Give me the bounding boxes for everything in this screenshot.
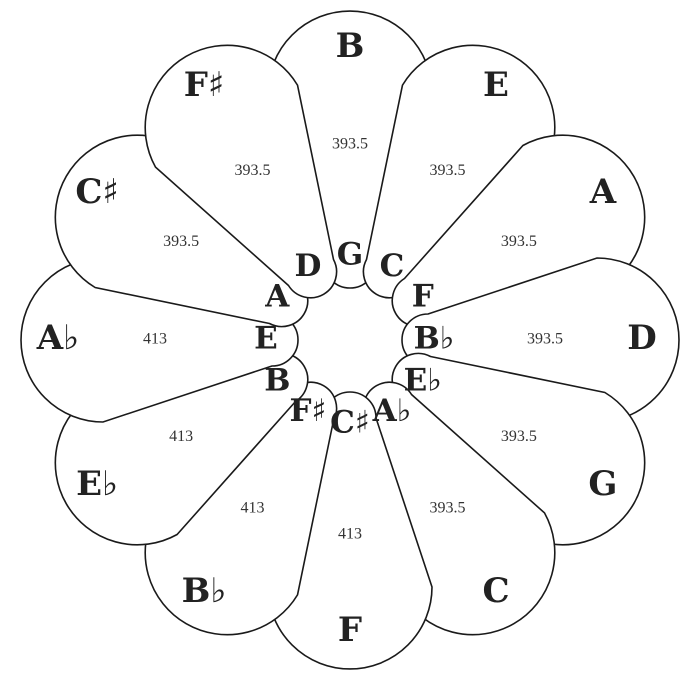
petal-value: 393.5 [332, 136, 368, 153]
petal-f-sharp [144, 44, 338, 299]
inner-note-e-flat: E♭ [404, 363, 442, 399]
petal-value: 413 [241, 500, 265, 517]
petal-value: 393.5 [501, 233, 537, 250]
petal-a-flat [20, 257, 299, 423]
petal-f [267, 391, 433, 670]
petal-b-flat [144, 381, 338, 636]
petal-value: 393.5 [501, 428, 537, 445]
petal-b [267, 10, 433, 289]
inner-note-f-sharp: F♯ [289, 393, 326, 429]
outer-note-d: D [627, 318, 656, 358]
outer-note-f: F [338, 610, 362, 650]
petal-value: 413 [169, 428, 193, 445]
inner-note-a: A [264, 279, 290, 315]
petal-c-sharp [54, 134, 309, 328]
outer-note-a-flat: A♭ [36, 318, 79, 358]
outer-note-e-flat: E♭ [76, 464, 118, 504]
petal-e [362, 44, 556, 299]
inner-note-b: B [264, 363, 290, 399]
inner-note-c-sharp: C♯ [330, 405, 370, 441]
outer-note-b-flat: B♭ [182, 571, 227, 611]
petal-value: 413 [143, 331, 167, 348]
outer-note-b: B [336, 26, 365, 66]
inner-note-d: D [295, 248, 322, 284]
petal-value: 393.5 [430, 162, 466, 179]
outer-note-c-sharp: C♯ [75, 172, 119, 212]
outer-note-c: C [482, 571, 509, 611]
petal-value: 393.5 [163, 233, 199, 250]
petal-value: 393.5 [527, 331, 563, 348]
inner-note-a-flat: A♭ [372, 393, 412, 429]
inner-note-f: F [412, 279, 434, 315]
petal-value: 393.5 [235, 162, 271, 179]
outer-note-e: E [483, 65, 509, 105]
petal-value: 413 [338, 526, 362, 543]
outer-note-f-sharp: F♯ [184, 65, 225, 105]
outer-note-g: G [588, 464, 617, 504]
petal-value: 393.5 [430, 500, 466, 517]
inner-note-b-flat: B♭ [414, 321, 455, 357]
inner-note-g: G [337, 237, 363, 273]
outer-note-a: A [589, 172, 617, 212]
petal-g [391, 352, 646, 546]
inner-note-e: E [254, 321, 278, 357]
inner-note-c: C [380, 248, 405, 284]
petal-d [401, 257, 680, 423]
